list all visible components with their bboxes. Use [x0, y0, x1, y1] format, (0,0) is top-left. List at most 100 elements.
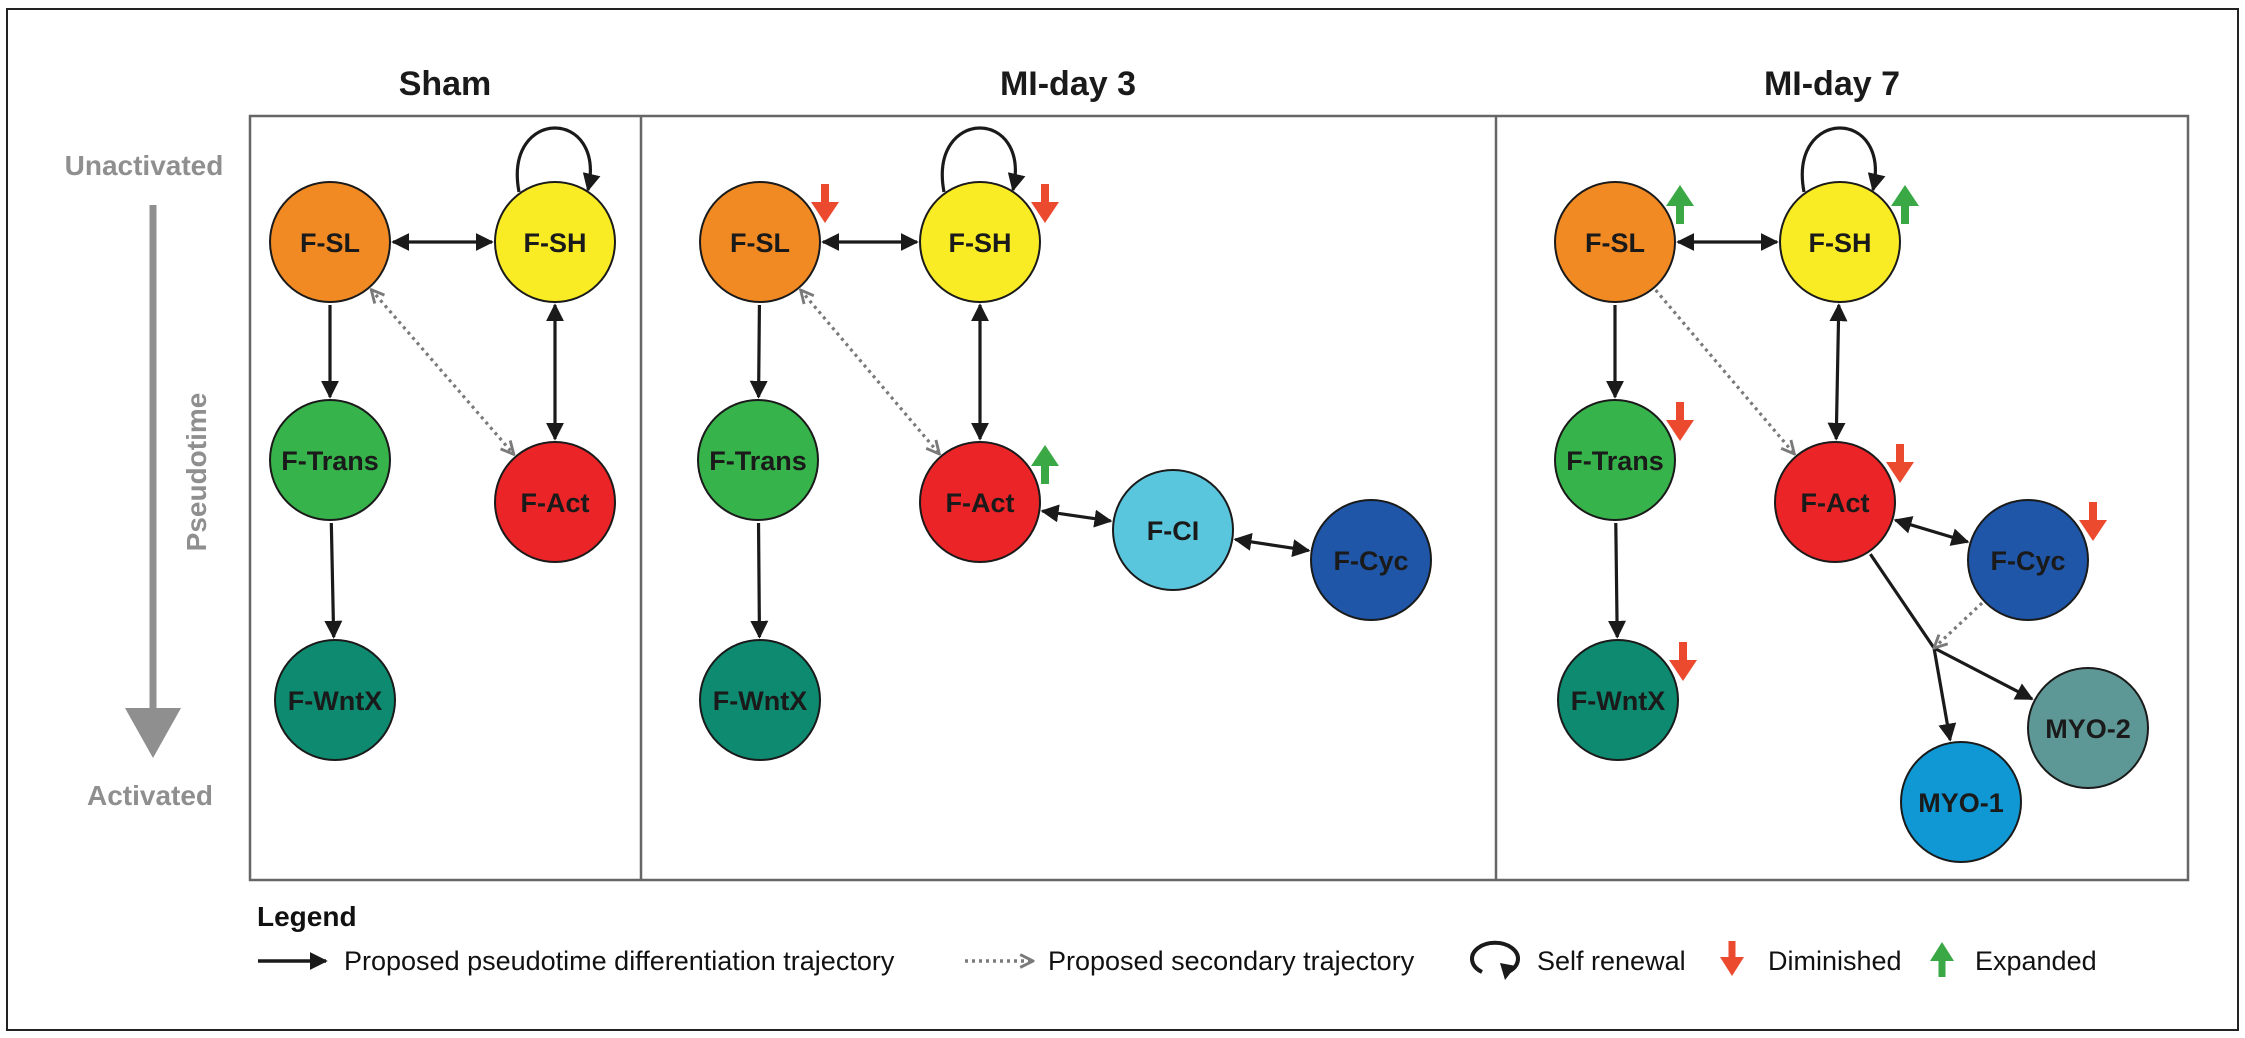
node-circle-fact — [919, 441, 1041, 563]
pseudotime-axis: Unactivated Pseudotime Activated — [65, 150, 224, 811]
node-circle-fsh — [919, 181, 1041, 303]
edge-ftrans-fwntx-solid — [750, 522, 769, 639]
panel-title-mi-day-7: MI-day 7 — [1764, 65, 1900, 103]
edge-fact-branch-solid — [1869, 553, 1936, 649]
node-circle-fsl — [1554, 181, 1676, 303]
node-fact: F-Act — [494, 441, 616, 563]
node-label-fcl: F-CI — [1147, 516, 1199, 546]
node-ftrans: F-Trans — [697, 399, 819, 521]
node-circle-fwntx — [1557, 639, 1679, 761]
node-label-fwntx: F-WntX — [288, 686, 382, 716]
node-fsl: F-SL — [269, 181, 391, 303]
panel-title-sham: Sham — [399, 65, 492, 103]
node-fsl: F-SL — [699, 181, 821, 303]
self-renewal-loop-fsh — [1800, 126, 1886, 193]
node-circle-ftrans — [269, 399, 391, 521]
node-fcyc: F-Cyc — [1310, 499, 1432, 621]
edge-branch-myo1-solid — [1932, 647, 1957, 742]
down-arrow-icon-fsh — [1031, 184, 1059, 223]
node-fwntx: F-WntX — [699, 639, 821, 761]
node-fsh: F-SH — [919, 181, 1041, 303]
edge-ftrans-fwntx-solid — [1608, 522, 1627, 639]
edge-fsl-fact-dotted — [1654, 289, 1795, 454]
outer-frame — [6, 8, 2239, 1031]
edge-fact-fcyc-solid — [1893, 516, 1970, 546]
node-label-ftrans: F-Trans — [1566, 446, 1664, 476]
panels-border — [248, 114, 2190, 882]
node-ftrans: F-Trans — [269, 399, 391, 521]
down-arrow-icon-fcyc — [2079, 502, 2107, 541]
edge-fact-fcl-solid — [1040, 504, 1113, 528]
node-circle-fsh — [494, 181, 616, 303]
up-arrow-icon-fsl — [1666, 185, 1694, 224]
legend-item-dotted-label: Proposed secondary trajectory — [1048, 946, 1415, 976]
axis-top-label: Unactivated — [65, 150, 224, 181]
axis-middle-label: Pseudotime — [181, 393, 212, 552]
node-fact: F-Act — [919, 441, 1041, 563]
node-ftrans: F-Trans — [1554, 399, 1676, 521]
legend-item-self-renewal-label: Self renewal — [1537, 946, 1686, 976]
node-label-fsh: F-SH — [1809, 228, 1872, 258]
down-arrow-icon-fwntx — [1669, 642, 1697, 681]
node-fsh: F-SH — [1779, 181, 1901, 303]
up-arrow-icon — [1930, 942, 1954, 977]
down-arrow-icon-fsl — [811, 184, 839, 223]
edge-fsh-fact-solid — [1827, 303, 1848, 441]
up-arrow-icon-fsh — [1891, 185, 1919, 224]
up-arrow-icon-fact — [1031, 445, 1059, 484]
node-circle-ftrans — [1554, 399, 1676, 521]
down-arrow-icon-ftrans — [1666, 402, 1694, 441]
self-renewal-loop-icon — [1470, 940, 1520, 980]
node-fwntx: F-WntX — [274, 639, 396, 761]
node-label-fact: F-Act — [1801, 488, 1870, 518]
node-label-fcyc: F-Cyc — [1990, 546, 2065, 576]
node-circle-fcyc — [1967, 499, 2089, 621]
node-label-fcyc: F-Cyc — [1333, 546, 1408, 576]
node-fcl: F-CI — [1112, 469, 1234, 591]
node-label-fsh: F-SH — [949, 228, 1012, 258]
node-label-fwntx: F-WntX — [1571, 686, 1665, 716]
legend-title: Legend — [257, 901, 357, 932]
edge-fsl-fact-dotted — [801, 290, 940, 454]
node-circle-ftrans — [697, 399, 819, 521]
down-arrow-icon — [1720, 941, 1744, 976]
node-circle-myo2 — [2027, 667, 2149, 789]
node-myo1: MYO-1 — [1900, 741, 2022, 863]
node-label-fsl: F-SL — [730, 228, 790, 258]
legend-item-diminished-label: Diminished — [1768, 946, 1902, 976]
node-fcyc: F-Cyc — [1967, 499, 2089, 621]
node-label-fwntx: F-WntX — [713, 686, 807, 716]
node-circle-fact — [1774, 441, 1896, 563]
node-label-fsh: F-SH — [524, 228, 587, 258]
node-fsl: F-SL — [1554, 181, 1676, 303]
node-label-ftrans: F-Trans — [709, 446, 807, 476]
edge-ftrans-fwntx-solid — [324, 522, 343, 639]
axis-bottom-label: Activated — [87, 780, 213, 811]
edge-branch-myo2-solid — [1933, 646, 2034, 701]
node-label-fsl: F-SL — [300, 228, 360, 258]
legend-item-solid-label: Proposed pseudotime differentiation traj… — [344, 946, 895, 976]
node-myo2: MYO-2 — [2027, 667, 2149, 789]
node-fsh: F-SH — [494, 181, 616, 303]
node-circle-fcyc — [1310, 499, 1432, 621]
node-fwntx: F-WntX — [1557, 639, 1679, 761]
node-circle-fwntx — [699, 639, 821, 761]
node-label-myo1: MYO-1 — [1918, 788, 2004, 818]
node-circle-fact — [494, 441, 616, 563]
node-circle-fsl — [269, 181, 391, 303]
panel-title-mi-day-3: MI-day 3 — [1000, 65, 1136, 103]
node-fact: F-Act — [1774, 441, 1896, 563]
edge-fsl-fact-dotted — [371, 290, 514, 455]
node-label-myo2: MYO-2 — [2045, 714, 2131, 744]
axis-arrowhead-icon — [125, 708, 181, 758]
self-renewal-loop-fsh — [940, 126, 1026, 193]
node-circle-fcl — [1112, 469, 1234, 591]
edge-fcyc-branch-dotted — [1934, 601, 1984, 648]
down-arrow-icon-fact — [1886, 444, 1914, 483]
node-circle-fwntx — [274, 639, 396, 761]
node-circle-myo1 — [1900, 741, 2022, 863]
node-label-fsl: F-SL — [1585, 228, 1645, 258]
